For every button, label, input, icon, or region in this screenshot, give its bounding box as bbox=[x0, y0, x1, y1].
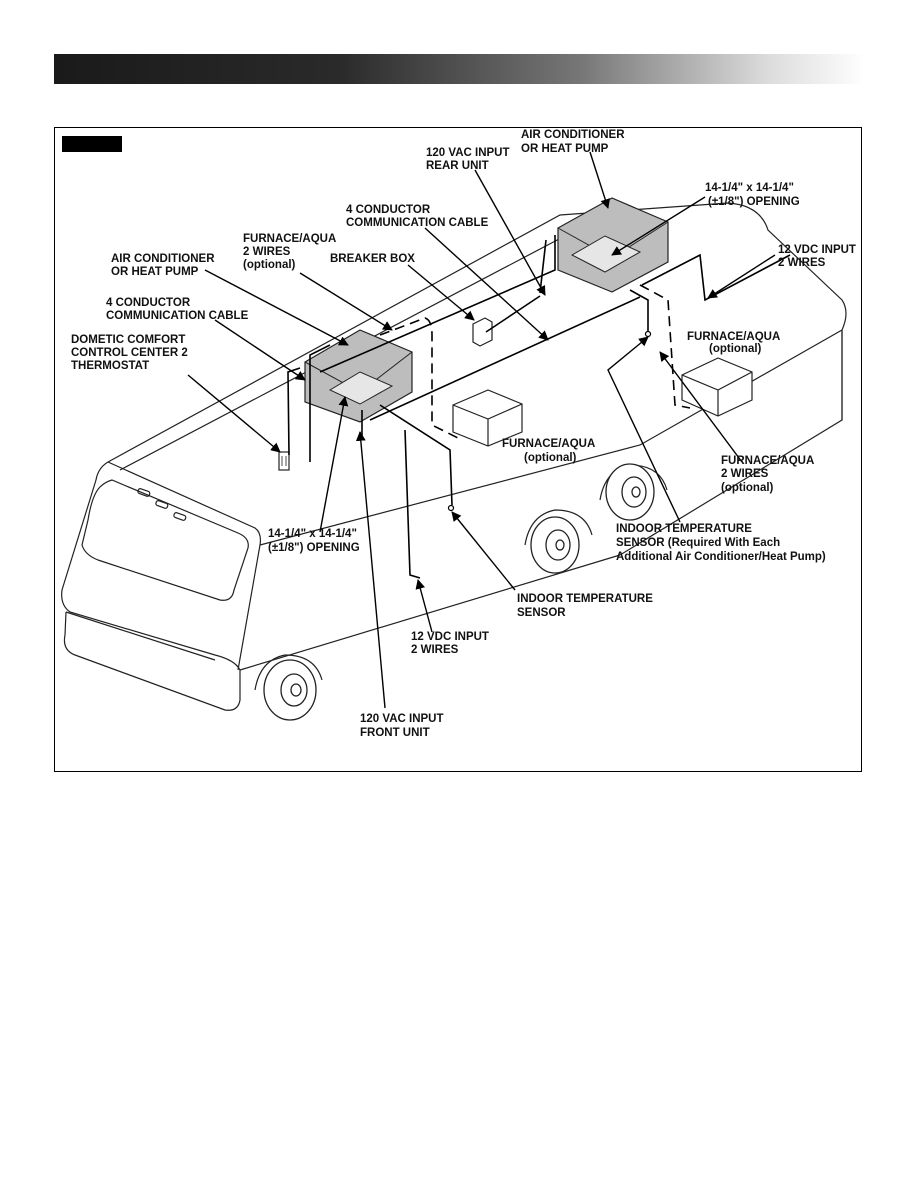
label-furn-mid-2: (optional) bbox=[524, 452, 577, 464]
label-sensor-rear-2: SENSOR (Required With Each bbox=[616, 537, 780, 549]
label-ac-rear-2: OR HEAT PUMP bbox=[521, 143, 609, 155]
label-furn-rear-wires-3: (optional) bbox=[721, 482, 774, 494]
label-comm-rear-2: COMMUNICATION CABLE bbox=[346, 217, 489, 229]
label-opening-rear-1: 14-1/4" x 14-1/4" bbox=[705, 182, 794, 194]
furnace-boxes bbox=[452, 357, 753, 447]
label-vdc-rear-2: 2 WIRES bbox=[778, 257, 826, 269]
label-opening-front-1: 14-1/4" x 14-1/4" bbox=[268, 528, 357, 540]
thermostat bbox=[278, 451, 290, 471]
label-thermostat-3: THERMOSTAT bbox=[71, 360, 149, 372]
label-opening-front-2: (±1/8") OPENING bbox=[268, 542, 360, 554]
label-ac-front-2: OR HEAT PUMP bbox=[111, 266, 199, 278]
label-vdc-front-1: 12 VDC INPUT bbox=[411, 631, 489, 643]
label-vdc-front-2: 2 WIRES bbox=[411, 644, 459, 656]
label-thermostat-1: DOMETIC COMFORT bbox=[71, 334, 185, 346]
figure-frame bbox=[54, 127, 862, 772]
label-comm-front-1: 4 CONDUCTOR bbox=[106, 297, 191, 309]
label-furn-rear-wires-1: FURNACE/AQUA bbox=[721, 455, 814, 467]
label-furn-mid-1: FURNACE/AQUA bbox=[502, 438, 595, 450]
leader-arrows bbox=[187, 151, 776, 709]
label-breaker: BREAKER BOX bbox=[330, 253, 415, 265]
label-ac-rear-1: AIR CONDITIONER bbox=[521, 129, 625, 141]
label-comm-front-2: COMMUNICATION CABLE bbox=[106, 310, 249, 322]
label-furn-rear-1: FURNACE/AQUA bbox=[687, 331, 780, 343]
label-furn-front-wires-3: (optional) bbox=[243, 259, 296, 271]
label-furn-front-wires-1: FURNACE/AQUA bbox=[243, 233, 336, 245]
label-opening-rear-2: (±1/8") OPENING bbox=[708, 196, 800, 208]
label-ac-front-1: AIR CONDITIONER bbox=[111, 253, 215, 265]
label-furn-rear-wires-2: 2 WIRES bbox=[721, 468, 769, 480]
label-thermostat-2: CONTROL CENTER 2 bbox=[71, 347, 188, 359]
label-sensor-rear-1: INDOOR TEMPERATURE bbox=[616, 523, 752, 535]
labels: AIR CONDITIONER OR HEAT PUMP 120 VAC INP… bbox=[71, 129, 856, 739]
figure-tab bbox=[62, 136, 122, 152]
dashed-optional-wires bbox=[379, 284, 691, 439]
wheels bbox=[263, 463, 655, 721]
label-sensor-rear-3: Additional Air Conditioner/Heat Pump) bbox=[616, 551, 826, 563]
wiring bbox=[287, 235, 791, 579]
label-vac-front-2: FRONT UNIT bbox=[360, 727, 430, 739]
label-vac-rear-2: REAR UNIT bbox=[426, 160, 489, 172]
front-ac-unit bbox=[304, 329, 413, 423]
sensor-dots bbox=[447, 330, 652, 512]
rear-ac-unit bbox=[557, 197, 669, 293]
label-vac-rear-1: 120 VAC INPUT bbox=[426, 147, 510, 159]
header-bar bbox=[54, 54, 866, 84]
label-vac-front-1: 120 VAC INPUT bbox=[360, 713, 444, 725]
label-vdc-rear-1: 12 VDC INPUT bbox=[778, 244, 856, 256]
breaker-box bbox=[472, 317, 493, 347]
label-sensor-front-2: SENSOR bbox=[517, 607, 566, 619]
label-comm-rear-1: 4 CONDUCTOR bbox=[346, 204, 431, 216]
label-furn-rear-2: (optional) bbox=[709, 343, 762, 355]
label-sensor-front-1: INDOOR TEMPERATURE bbox=[517, 593, 653, 605]
label-furn-front-wires-2: 2 WIRES bbox=[243, 246, 291, 258]
